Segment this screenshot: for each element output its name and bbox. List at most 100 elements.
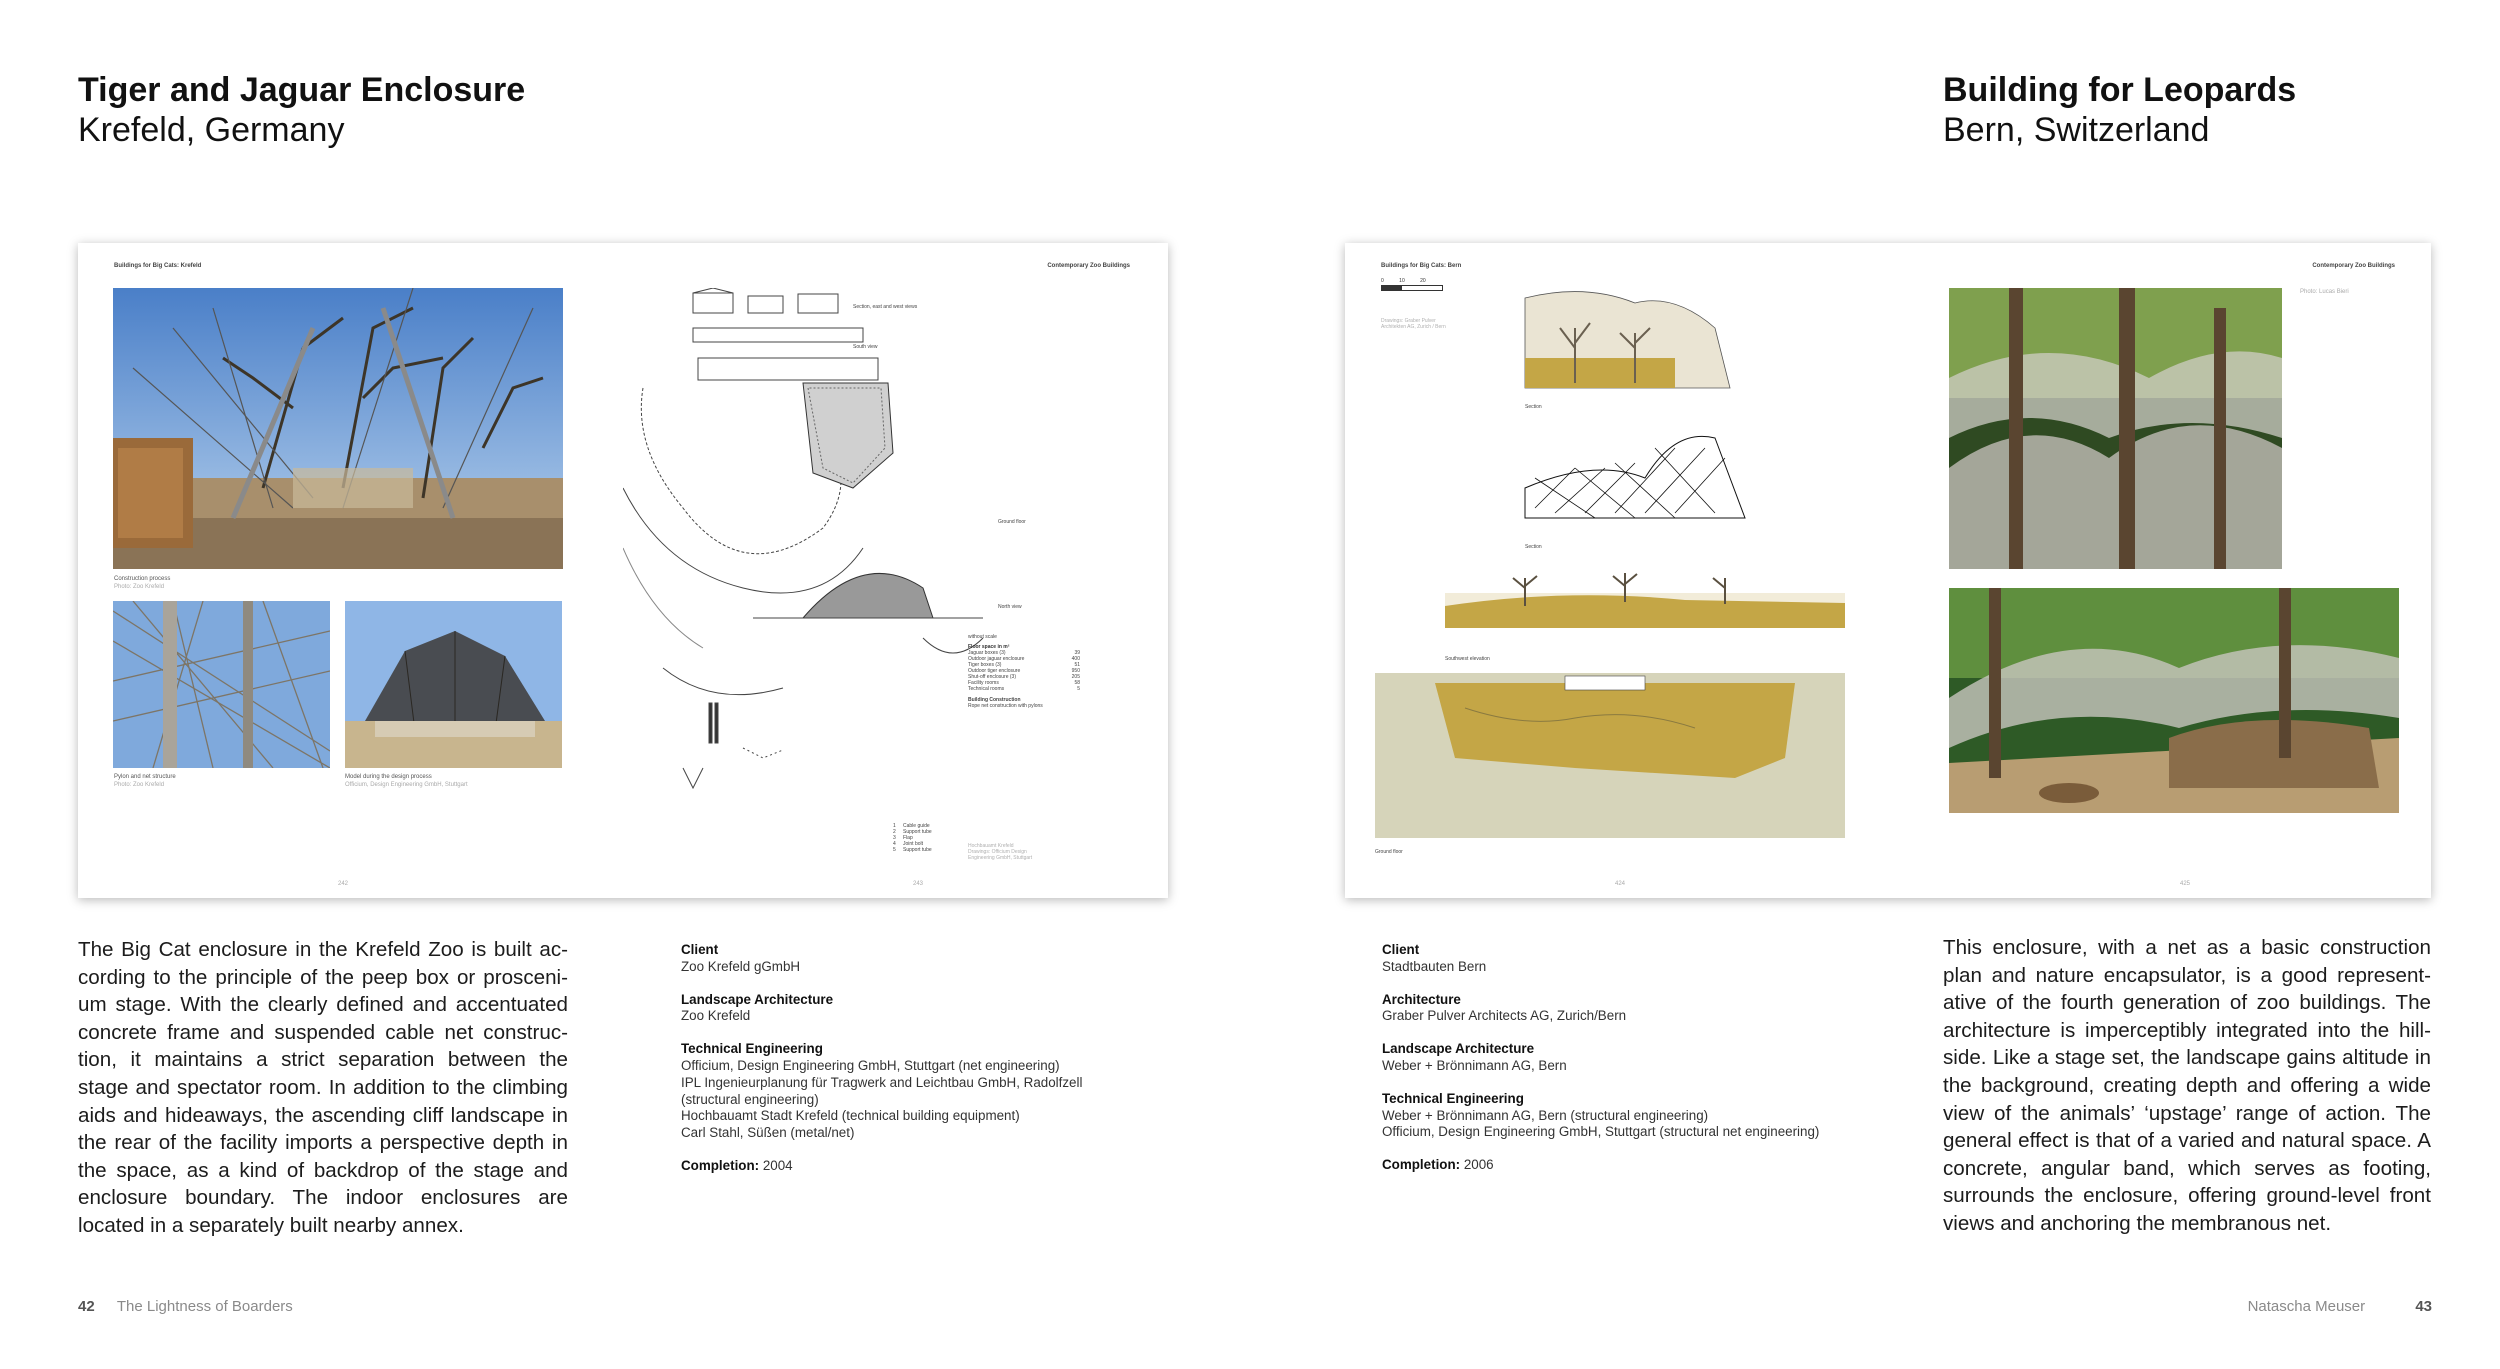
legend-number: 3 — [893, 835, 896, 841]
caption-model: Model during the design process Officium… — [345, 773, 468, 789]
legend-number: 1 — [893, 823, 896, 829]
label-southwest-elevation: Southwest elevation — [1445, 656, 1490, 662]
left-heading: Tiger and Jaguar Enclosure Krefeld, Germ… — [78, 70, 525, 150]
left-spread-header-right: Contemporary Zoo Buildings — [1047, 263, 1130, 269]
photo-credit-right-text: Photo: Lucas Bieri — [2300, 289, 2349, 295]
floor-space-value: 5 — [1077, 686, 1080, 692]
right-subtitle: Bern, Switzerland — [1943, 111, 2210, 149]
credit-line: Stadtbauten Bern — [1382, 958, 1487, 974]
label-north-view: North view — [998, 604, 1022, 610]
left-completion-value: 2004 — [762, 1157, 793, 1173]
floor-space-value: 51 — [1074, 662, 1080, 668]
right-body-text: This enclosure, with a net as a basic co… — [1943, 936, 2431, 1235]
right-footer: Natascha Meuser 43 — [2248, 1298, 2432, 1315]
left-spread-image: Buildings for Big Cats: Krefeld Contempo… — [78, 243, 1168, 898]
credit-line: Hochbauamt Stadt Krefeld (technical buil… — [681, 1108, 1020, 1124]
floor-space-value: 205 — [1071, 674, 1080, 680]
floor-space-value: 58 — [1074, 680, 1080, 686]
floor-space-name: Shut-off enclosure (3) — [968, 674, 1016, 680]
spread-page-242: 242 — [338, 881, 349, 887]
leopard-net-photo — [1949, 288, 2282, 569]
floor-space-name: Outdoor tiger enclosure — [968, 668, 1021, 674]
credit-line: (structural engineering) — [681, 1091, 819, 1107]
spread-page-425: 425 — [2180, 881, 2191, 887]
floor-space-row: Tiger boxes (3) 51 — [968, 662, 1080, 668]
drawing-credit-left: Hochbauamt Krefeld Drawings: Officium De… — [968, 843, 1033, 861]
floor-space-name: Facility rooms — [968, 680, 999, 686]
label-section: Section, east and west views — [853, 304, 918, 310]
right-page-number: 43 — [2415, 1298, 2432, 1315]
left-spread-header-left: Buildings for Big Cats: Krefeld — [114, 263, 202, 269]
credit-line: Carl Stahl, Süßen (metal/net) — [681, 1125, 855, 1141]
legend-label: Support tube — [903, 829, 932, 835]
label-south-view: South view — [853, 344, 878, 350]
caption-construction: Construction process Photo: Zoo Krefeld — [114, 575, 170, 591]
right-spread-header-right: Contemporary Zoo Buildings — [2312, 263, 2395, 269]
caption-model-text: Model during the design process — [345, 774, 432, 780]
credit-label: Technical Engineering — [681, 1041, 823, 1057]
building-construction-title: Building Construction — [968, 697, 1021, 703]
left-body-text: The Big Cat enclosure in the Krefeld Zoo… — [78, 938, 568, 1237]
building-construction-text: Rope net construction with pylons — [968, 703, 1043, 709]
right-completion-label: Completion: — [1382, 1157, 1461, 1173]
scale-label-20: 20 — [1420, 278, 1426, 284]
left-footer-title: The Lightness of Boarders — [116, 1298, 293, 1315]
legend-row: 3 Flap — [893, 835, 932, 841]
bern-drawings: Section Section Southwest elevation Grou… — [1375, 291, 1845, 855]
left-footer: 42 The Lightness of Boarders — [78, 1298, 293, 1315]
caption-construction-credit: Photo: Zoo Krefeld — [114, 584, 165, 590]
credit-line: Weber + Brönnimann AG, Bern — [1382, 1057, 1567, 1073]
credit-line: Zoo Krefeld gGmbH — [681, 958, 801, 974]
pylon-photo — [113, 601, 330, 768]
credit-label: Client — [681, 942, 719, 957]
left-completion: Completion: 2004 — [681, 1158, 1151, 1175]
label-scale-note: without scale — [968, 634, 997, 640]
left-page-number: 42 — [78, 1298, 95, 1315]
right-heading: Building for Leopards Bern, Switzerland — [1943, 70, 2296, 150]
caption-pylon-credit: Photo: Zoo Krefeld — [114, 782, 165, 788]
scale-bar — [1381, 285, 1443, 291]
legend-number: 5 — [893, 847, 896, 853]
legend-label: Joint bolt — [903, 841, 924, 847]
left-subtitle: Krefeld, Germany — [78, 111, 345, 149]
leopard-enclosure-photo — [1949, 588, 2399, 813]
floor-space-row: Jaguar boxes (3) 39 — [968, 650, 1080, 656]
legend-row: 4 Joint bolt — [893, 841, 932, 847]
caption-pylon: Pylon and net structure Photo: Zoo Krefe… — [114, 773, 176, 789]
model-photo — [345, 601, 562, 768]
label-section-2: Section — [1525, 544, 1542, 550]
left-completion-label: Completion: — [681, 1157, 760, 1173]
label-section-1: Section — [1525, 404, 1542, 410]
right-spread-header-left: Buildings for Big Cats: Bern — [1381, 263, 1462, 269]
legend-number: 4 — [893, 841, 896, 847]
caption-construction-text: Construction process — [114, 576, 171, 582]
floor-space-value: 39 — [1074, 650, 1080, 656]
credit-label: Technical Engineering — [1382, 1090, 1524, 1106]
floor-space-name: Tiger boxes (3) — [968, 662, 1002, 668]
floor-space-name: Jaguar boxes (3) — [968, 650, 1006, 656]
spread-page-424: 424 — [1615, 881, 1626, 887]
legend-label: Flap — [903, 835, 913, 841]
krefeld-drawings: Section, east and west views South view … — [623, 288, 1026, 790]
credit-label: Landscape Architecture — [681, 991, 834, 1007]
drawing-credit-right: Drawings: Graber Pulver Architekten AG, … — [1381, 318, 1446, 330]
floor-space-title: Floor space in m² — [968, 644, 1010, 650]
credit-label: Architecture — [1382, 991, 1461, 1007]
credit-label: Landscape Architecture — [1382, 1041, 1535, 1057]
right-title: Building for Leopards — [1943, 71, 2297, 109]
photo-credit-right: Photo: Lucas Bieri — [2300, 288, 2349, 296]
credit-line: IPL Ingenieurplanung für Tragwerk and Le… — [681, 1074, 1083, 1090]
credit-line: Officium, Design Engineering GmbH, Stutt… — [1382, 1124, 1820, 1140]
